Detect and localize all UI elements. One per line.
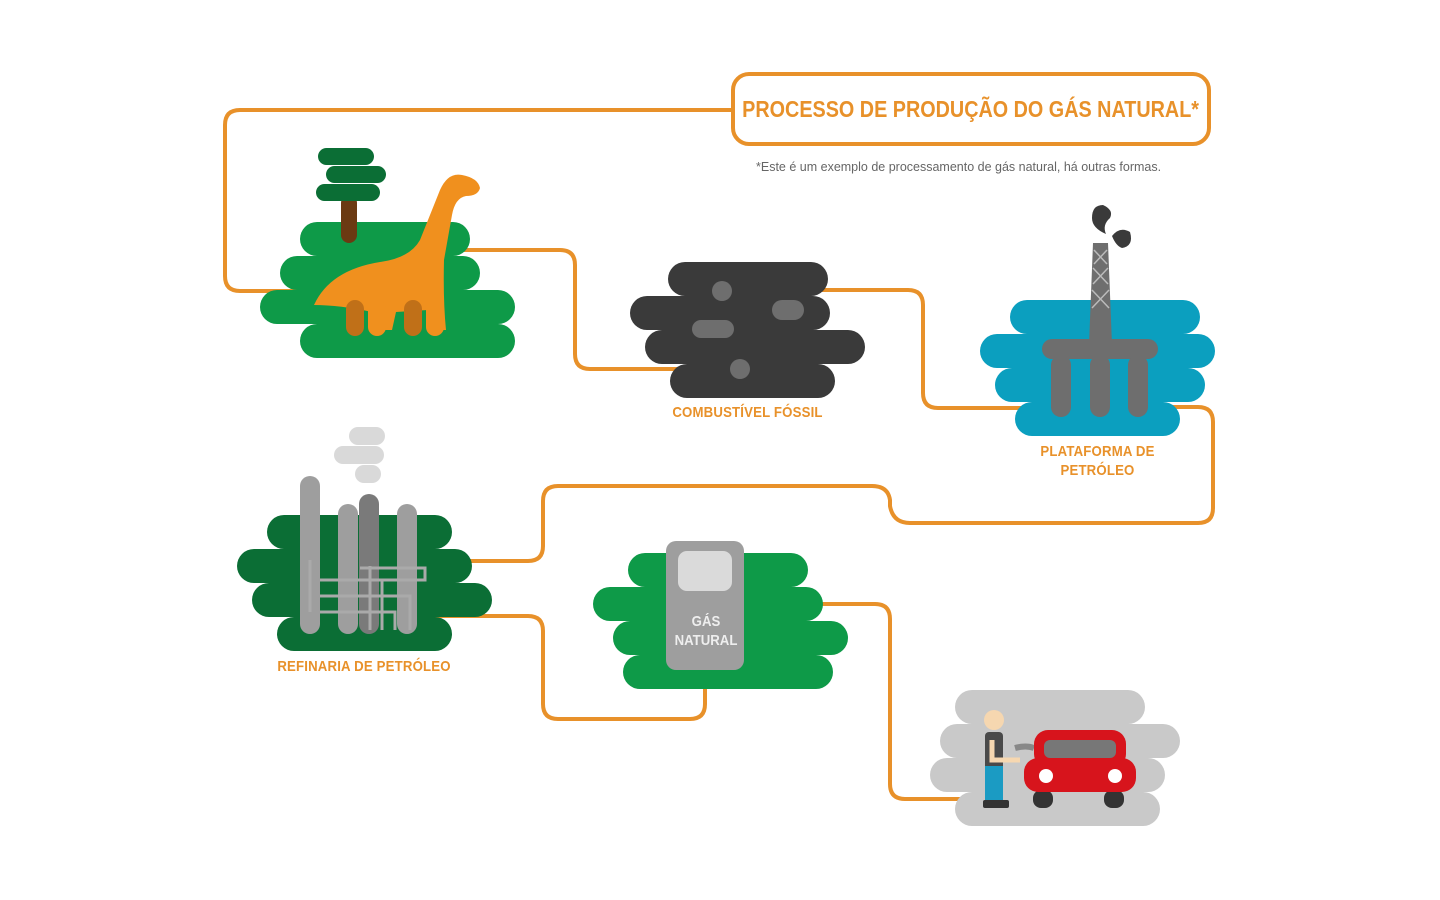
label-line: GÁS	[691, 613, 721, 630]
person-icon	[983, 710, 1020, 808]
label-oil-platform: PLATAFORMA DE PETRÓLEO	[1029, 442, 1165, 480]
blob-band	[670, 364, 835, 398]
page-title: PROCESSO DE PRODUÇÃO DO GÁS NATURAL*	[742, 95, 1200, 122]
label-line: PETRÓLEO	[1060, 462, 1135, 479]
oil-platform-icon	[1042, 205, 1158, 417]
label-fossil-fuel: COMBUSTÍVEL FÓSSIL	[672, 404, 823, 421]
label-line: NATURAL	[674, 632, 738, 649]
coal-pebbles-icon	[692, 281, 804, 379]
label-line: PLATAFORMA DE	[1040, 443, 1155, 460]
refinery-icon	[300, 427, 427, 634]
title-box: PROCESSO DE PRODUÇÃO DO GÁS NATURAL*	[731, 72, 1211, 146]
gas-tank-icon	[666, 541, 744, 670]
connector-platform-to-refinery	[420, 405, 1215, 563]
connector-origin-to-fossil	[455, 248, 690, 371]
label-refinery: REFINARIA DE PETRÓLEO	[277, 658, 451, 675]
blob-band	[645, 330, 865, 364]
label-natural-gas: GÁS NATURAL	[672, 612, 741, 650]
background-blob-fossil-fuel	[630, 262, 865, 398]
tree-icon	[316, 148, 386, 243]
dinosaur-icon	[314, 174, 480, 336]
footnote: *Este é um exemplo de processamento de g…	[756, 160, 1162, 174]
connector-fossil-to-platform	[810, 288, 1050, 410]
blob-band	[955, 690, 1145, 724]
connector-refinery-to-gas	[420, 614, 707, 721]
blob-band	[668, 262, 828, 296]
car-icon	[1014, 730, 1136, 808]
connector-title-to-origin	[223, 108, 731, 293]
smoke-icon	[334, 427, 385, 483]
